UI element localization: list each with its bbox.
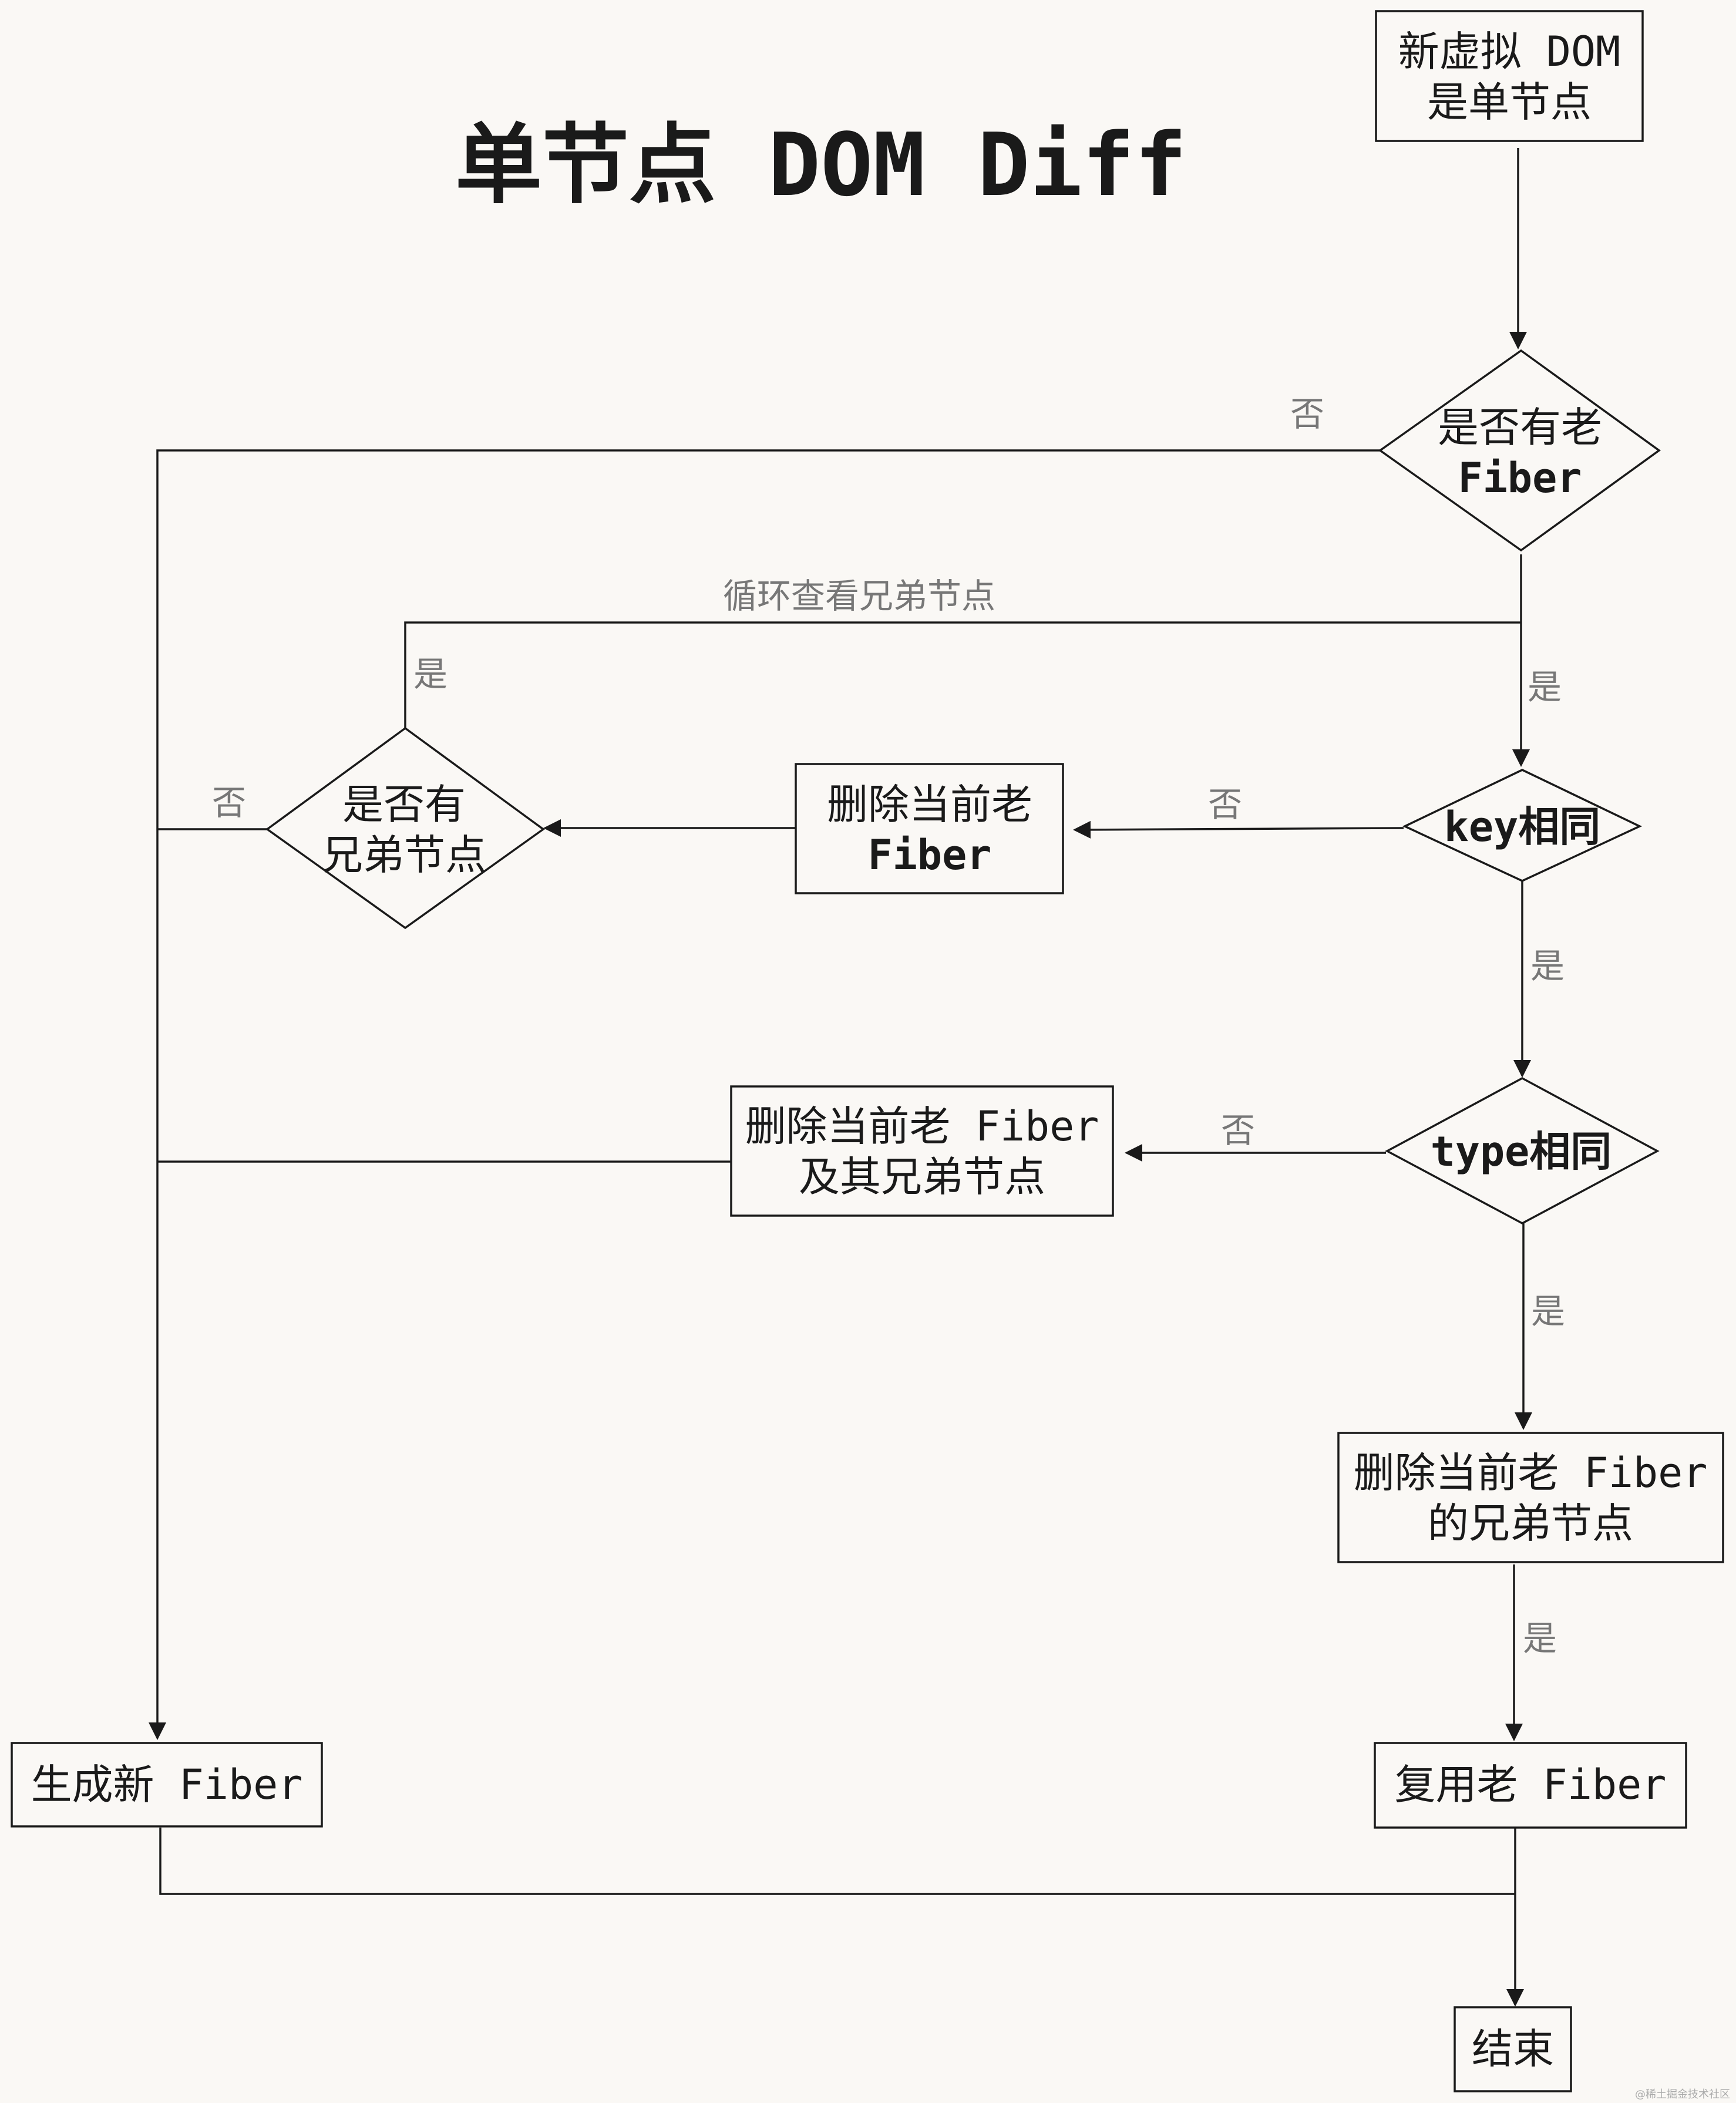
node-delete-old-fiber-and-siblings-line-1: 删除当前老 Fiber	[745, 1102, 1099, 1150]
node-delete-old-fiber-and-siblings-line-2: 及其兄弟节点	[799, 1153, 1045, 1201]
node-start-line-2: 是单节点	[1427, 78, 1592, 126]
node-end-label: 结束	[1472, 2025, 1554, 2073]
node-key-same: key相同	[1402, 769, 1643, 882]
node-start-line-1: 新虚拟 DOM	[1398, 28, 1621, 76]
node-has-old-fiber-line-2: Fiber	[1458, 454, 1582, 502]
node-type-same: type相同	[1385, 1077, 1660, 1224]
node-has-sibling-line-1: 是否有	[342, 780, 466, 829]
edge-label-loop-siblings: 循环查看兄弟节点	[723, 576, 995, 616]
edge-label-type-yes: 是	[1531, 1291, 1565, 1331]
edge-label-no-old-fiber: 否	[1290, 394, 1324, 434]
node-create-new-fiber-label: 生成新 Fiber	[31, 1761, 303, 1809]
node-has-sibling: 是否有 兄弟节点	[265, 726, 545, 930]
node-delete-sibling-of-old-fiber: 删除当前老 Fiber 的兄弟节点	[1337, 1432, 1724, 1563]
edge-label-type-no: 否	[1221, 1111, 1255, 1150]
edge-label-no-sibling: 否	[212, 783, 246, 823]
node-has-old-fiber: 是否有老 Fiber	[1378, 349, 1661, 552]
edge-key-no	[1073, 820, 1404, 839]
node-key-same-label: key相同	[1444, 803, 1600, 851]
node-type-same-label: type相同	[1431, 1128, 1612, 1176]
node-end: 结束	[1454, 2006, 1572, 2092]
node-reuse-old-fiber-label: 复用老 Fiber	[1395, 1761, 1667, 1809]
edge-loop-siblings	[404, 621, 1521, 728]
node-delete-sibling-of-old-fiber-line-2: 的兄弟节点	[1428, 1499, 1633, 1547]
node-start: 新虚拟 DOM 是单节点	[1375, 10, 1644, 142]
edge-label-has-sibling-yes: 是	[413, 654, 448, 694]
edge-label-after-delete-yes: 是	[1523, 1619, 1557, 1658]
node-delete-old-fiber-line-1: 删除当前老	[827, 780, 1032, 829]
node-delete-sibling-of-old-fiber-line-1: 删除当前老 Fiber	[1354, 1449, 1708, 1497]
edge-no-old-fiber	[149, 449, 1380, 1740]
edge-label-has-old-fiber-yes: 是	[1528, 667, 1562, 707]
node-reuse-old-fiber: 复用老 Fiber	[1374, 1742, 1687, 1829]
node-has-old-fiber-line-1: 是否有老	[1438, 403, 1602, 452]
node-has-sibling-line-2: 兄弟节点	[322, 831, 486, 879]
watermark: @稀土掘金技术社区	[1635, 2088, 1730, 2101]
node-delete-old-fiber: 删除当前老 Fiber	[795, 763, 1064, 894]
node-create-new-fiber: 生成新 Fiber	[11, 1742, 323, 1828]
diagram-title: 单节点 DOM Diff	[455, 115, 1187, 216]
edge-create-to-end	[159, 1828, 1515, 1895]
node-delete-old-fiber-and-siblings: 删除当前老 Fiber 及其兄弟节点	[730, 1085, 1114, 1217]
edge-label-key-yes: 是	[1530, 946, 1565, 986]
node-delete-old-fiber-line-2: Fiber	[868, 831, 992, 879]
edge-label-key-no: 否	[1208, 785, 1242, 825]
